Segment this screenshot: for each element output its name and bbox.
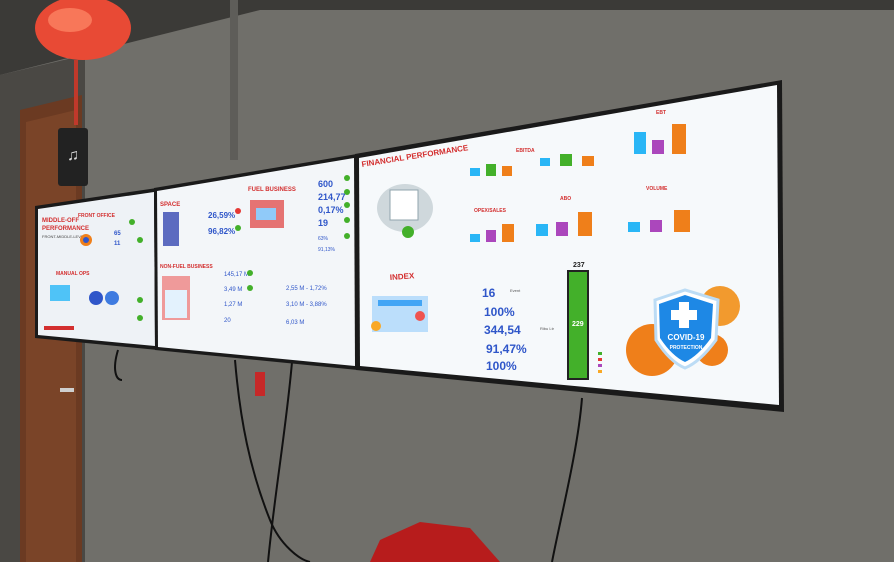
chart-bar bbox=[560, 154, 572, 166]
svg-text:♫: ♫ bbox=[67, 147, 79, 164]
mid-pct-a: 26,59% bbox=[208, 211, 235, 220]
mid-right-value-1: 2,55 M - 1,72% bbox=[286, 286, 327, 292]
chart-bar bbox=[634, 132, 646, 154]
left-value-2: 11 bbox=[114, 241, 121, 247]
index-title: INDEX bbox=[390, 271, 416, 282]
left-value-1: 65 bbox=[114, 231, 121, 237]
chart-bar bbox=[556, 222, 568, 236]
chart-bar bbox=[674, 210, 690, 232]
index-value-1: 16 bbox=[482, 286, 496, 300]
light-switch-icon bbox=[58, 128, 88, 186]
chart-bar bbox=[470, 234, 480, 242]
cable bbox=[234, 359, 311, 562]
chart-bar bbox=[672, 124, 686, 154]
big-bar-inner-label: 229 bbox=[572, 321, 584, 328]
index-unit-b: Ribu Ltr bbox=[540, 326, 555, 331]
covid-subtitle: PROTECTION bbox=[670, 345, 703, 351]
illustration-monitor bbox=[50, 285, 70, 301]
chart-bar bbox=[486, 164, 496, 176]
cable bbox=[114, 349, 123, 381]
panel-left-content: MIDDLE-OFF PERFORMANCE FRONT-MIDDLE-LEVE… bbox=[42, 213, 143, 330]
chart-label-ebt: EBT bbox=[656, 110, 666, 116]
fire-extinguisher bbox=[370, 522, 500, 562]
mid-section-space: SPACE bbox=[160, 202, 180, 208]
panel-right-content: FINANCIAL PERFORMANCE EBITDA EBT OPEX/SA… bbox=[361, 110, 740, 380]
chart-label-ebitda: EBITDA bbox=[516, 148, 535, 154]
chart-label-opex: OPEX/SALES bbox=[474, 208, 507, 214]
panel-mid-content: SPACE 26,59% 96,82% FUEL BUSINESS 600 21… bbox=[160, 175, 350, 326]
fuel-value-3: 0,17% bbox=[318, 205, 344, 215]
big-bar-fill bbox=[569, 272, 587, 378]
index-value-5: 100% bbox=[486, 359, 517, 373]
cable bbox=[267, 361, 293, 562]
fuel-value-1: 600 bbox=[318, 179, 333, 189]
big-bar-top-label: 237 bbox=[573, 262, 585, 269]
left-title-line-3: FRONT-MIDDLE-LEVEL bbox=[42, 234, 87, 239]
chart-bar bbox=[486, 230, 496, 242]
wall-column bbox=[230, 0, 238, 160]
fuel-small-1: 63% bbox=[318, 236, 329, 242]
covid-title: COVID-19 bbox=[668, 333, 705, 342]
left-section-b: MANUAL OPS bbox=[56, 271, 90, 277]
index-unit-a: Event bbox=[510, 288, 521, 293]
chart-bar bbox=[536, 224, 548, 236]
left-title-line-2: PERFORMANCE bbox=[42, 226, 89, 232]
chart-bar bbox=[540, 158, 550, 166]
cable bbox=[551, 397, 583, 562]
left-title-line-1: MIDDLE-OFF bbox=[42, 218, 79, 224]
chart-bar bbox=[502, 224, 514, 242]
chart-bar bbox=[650, 220, 662, 232]
nonfuel-value-2: 3,49 M bbox=[224, 287, 242, 293]
ceiling bbox=[0, 0, 894, 75]
chart-label-volume: VOLUME bbox=[646, 186, 668, 192]
mid-section-nonfuel: NON-FUEL BUSINESS bbox=[160, 264, 213, 270]
chart-label-abo: ABO bbox=[560, 196, 571, 202]
fuel-value-4: 19 bbox=[318, 218, 328, 228]
red-plug bbox=[255, 372, 265, 396]
index-value-2: 100% bbox=[484, 305, 515, 319]
mid-section-fuel: FUEL BUSINESS bbox=[248, 187, 296, 193]
chart-bar bbox=[628, 222, 640, 232]
left-section-a: FRONT OFFICE bbox=[78, 213, 116, 219]
nonfuel-value-1: 145,17 M bbox=[224, 272, 249, 278]
chart-bar bbox=[578, 212, 592, 236]
nonfuel-value-4: 20 bbox=[224, 318, 231, 324]
fuel-value-2: 214,77 bbox=[318, 192, 346, 202]
index-value-3: 344,54 bbox=[484, 323, 521, 337]
index-value-4: 91,47% bbox=[486, 342, 527, 356]
illustration-building bbox=[163, 212, 179, 246]
mid-pct-b: 96,82% bbox=[208, 227, 235, 236]
mid-right-value-3: 6,03 M bbox=[286, 320, 304, 326]
screen-mid bbox=[157, 158, 355, 366]
mid-right-value-2: 3,10 M - 3,88% bbox=[286, 302, 327, 308]
chart-bar bbox=[470, 168, 480, 176]
lantern-highlight bbox=[48, 8, 92, 32]
chart-bar bbox=[582, 156, 594, 166]
screen-left bbox=[38, 192, 155, 346]
chart-bar bbox=[652, 140, 664, 154]
nonfuel-value-3: 1,27 M bbox=[224, 302, 242, 308]
chart-bar bbox=[502, 166, 512, 176]
fuel-small-2: 91,13% bbox=[318, 247, 336, 253]
door-handle bbox=[60, 388, 74, 392]
lantern-string bbox=[74, 60, 78, 125]
